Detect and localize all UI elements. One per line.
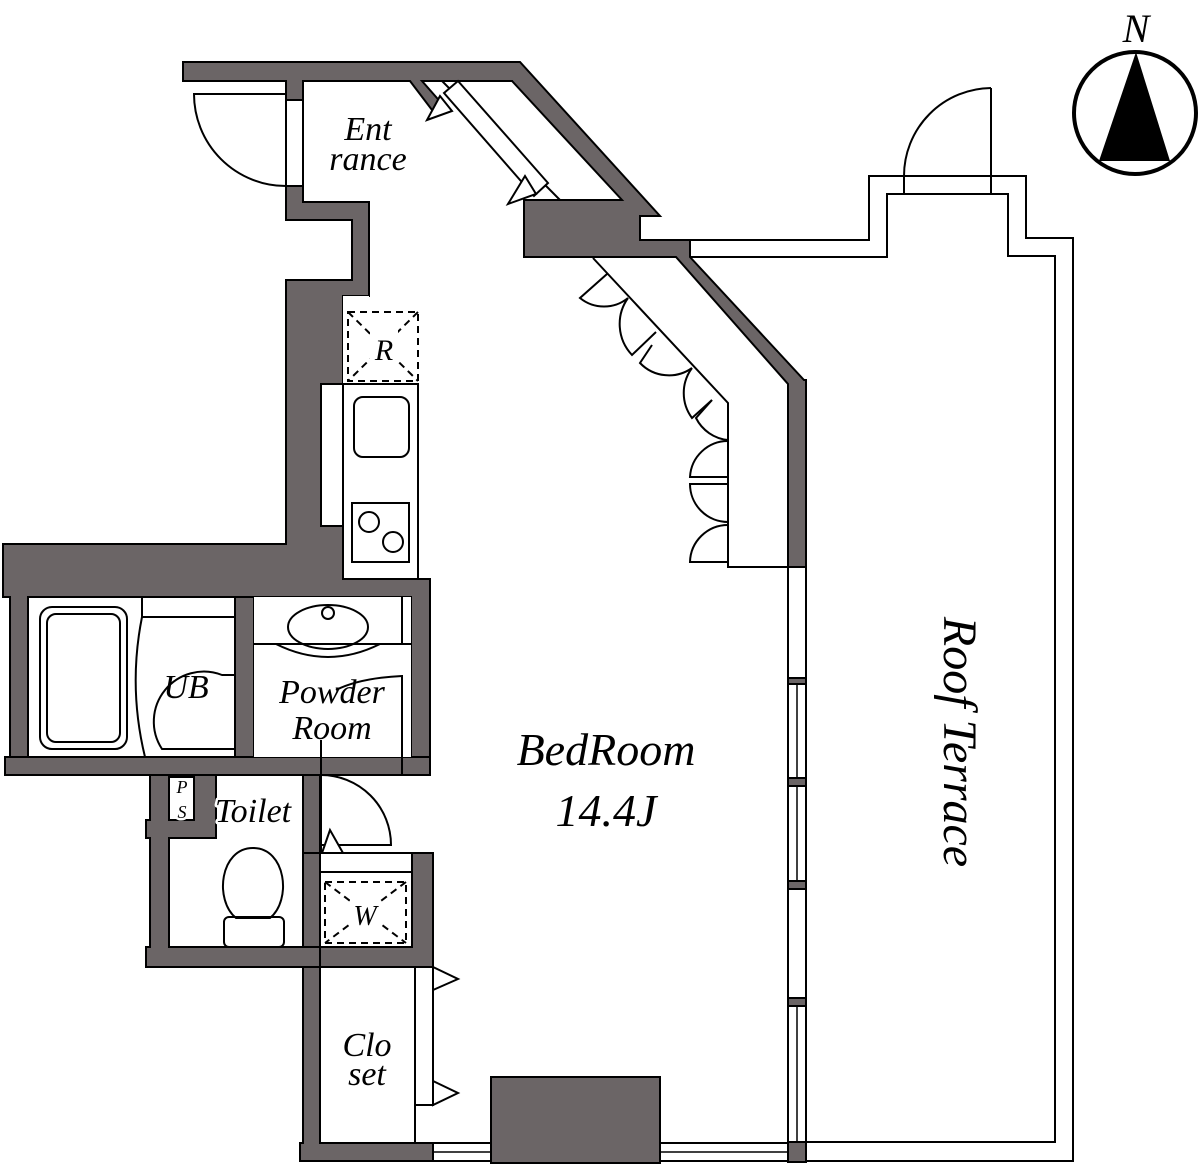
washer-space: W [319, 852, 413, 948]
entrance-door [192, 93, 304, 187]
walls [2, 61, 807, 1164]
toilet-label: Toilet [215, 793, 293, 830]
powder-room-label-line1: Powder [278, 674, 386, 711]
closet-label-line1: Clo [342, 1027, 391, 1064]
south-windows [432, 1142, 789, 1162]
compass-circle [1072, 50, 1198, 176]
toilet-room [168, 776, 285, 948]
washer-label: W [353, 901, 379, 932]
closet [319, 965, 461, 1144]
kitchen [320, 296, 419, 580]
unit-bath [39, 597, 235, 758]
room-labels: Ent rance UB Powder Room P S Toilet Clo … [163, 111, 986, 1093]
north-arrow-icon [1099, 52, 1170, 161]
refrigerator-label: R [374, 334, 393, 367]
entrance-label-line2: rance [329, 141, 406, 178]
entrance-label-line1: Ent [343, 111, 393, 148]
unit-bath-label: UB [163, 669, 209, 706]
closet-label-line2: set [348, 1056, 387, 1093]
bedroom-diagonal-closet [578, 257, 788, 568]
powder-room [254, 597, 411, 855]
refrigerator-space: R [347, 311, 419, 382]
pipe-space-label-line2: S [178, 802, 187, 822]
terrace-door [903, 87, 992, 194]
bedroom-label: BedRoom [517, 724, 696, 775]
pipe-space-label-line1: P [176, 777, 188, 797]
compass-north-label: N [1122, 6, 1152, 51]
compass: N [1072, 6, 1198, 176]
east-windows [787, 566, 807, 1143]
powder-room-label-line2: Room [291, 710, 371, 747]
shoe-cabinet [424, 79, 550, 206]
roof-terrace-parapet [640, 175, 1074, 1162]
bedroom-size: 14.4J [556, 785, 660, 836]
roof-terrace-label: Roof Terrace [933, 616, 986, 867]
